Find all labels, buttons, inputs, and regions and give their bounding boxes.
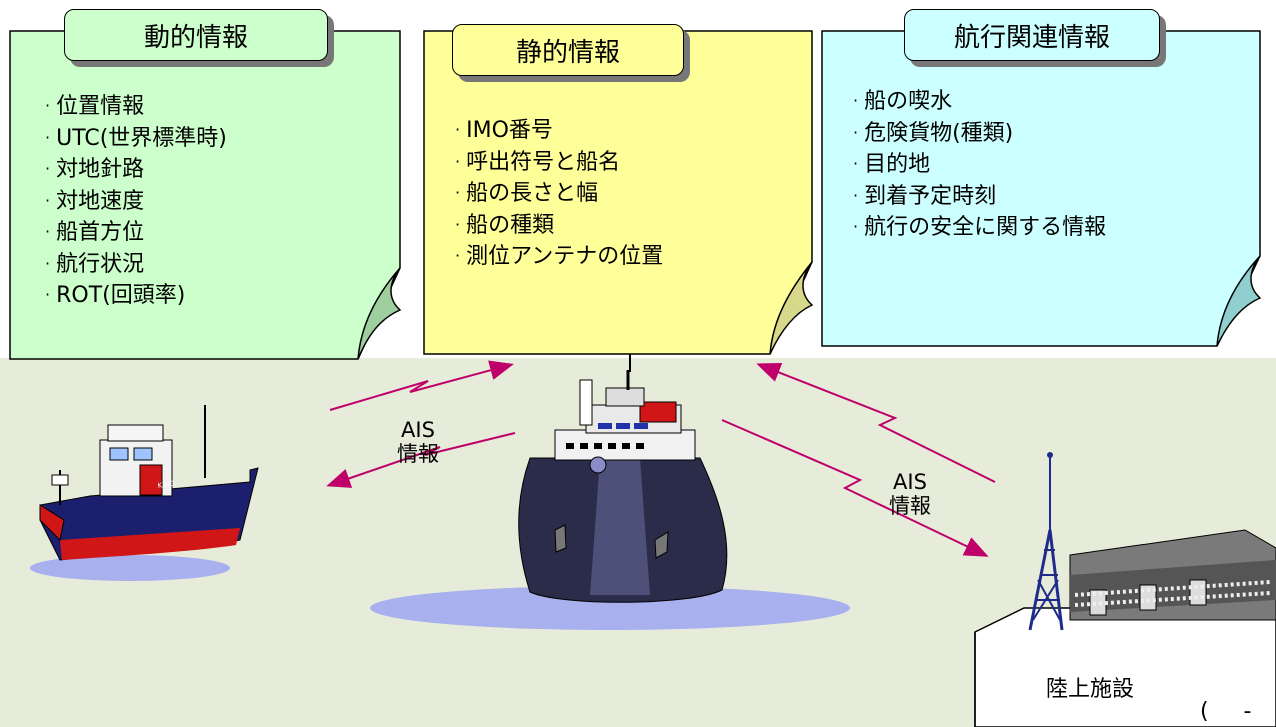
- ais-arrow-to-cargo: [326, 432, 516, 488]
- note-shape: [423, 30, 814, 355]
- voyage-panel-title: 航行関連情報: [904, 9, 1160, 61]
- voyage-item: ·目的地: [853, 152, 931, 177]
- static-panel-title: 静的情報: [452, 24, 684, 76]
- radio-tower-icon: [1028, 452, 1064, 631]
- dynamic-item: ·UTC(世界標準時): [45, 125, 227, 151]
- ais-label-left-line1: AIS: [401, 418, 435, 442]
- ais-arrow-to-ship: [329, 360, 514, 411]
- dynamic-item: ·船首方位: [45, 220, 145, 245]
- dynamic-item: ·対地速度: [45, 188, 145, 214]
- voyage-item: ·航行の安全に関する情報: [853, 215, 1107, 240]
- shore-facility-label: 陸上施設: [1045, 677, 1134, 702]
- voyage-item: ·危険貨物(種類): [853, 120, 1014, 146]
- dynamic-info-panel: ·位置情報 ·UTC(世界標準時) ·対地針路 ·対地速度 ·船首方位 ·航行状…: [9, 30, 402, 360]
- static-item: ·船の種類: [455, 212, 555, 238]
- own-ship-icon: [370, 370, 850, 630]
- cargo-ship-icon: KING: [30, 405, 259, 581]
- voyage-info-panel: ·船の喫水 ·危険貨物(種類) ·目的地 ·到着予定時刻 ·航行の安全に関する情…: [821, 30, 1262, 347]
- voyage-item: ·船の喫水: [853, 89, 953, 114]
- ais-label-right-line1: AIS: [893, 470, 927, 494]
- ais-label-right-line2: 情報: [889, 494, 931, 518]
- dynamic-item: ·対地針路: [45, 157, 145, 182]
- note-shape: [821, 30, 1262, 347]
- corner-text: ( -: [1200, 699, 1252, 724]
- ais-arrow-from-shore: [756, 363, 996, 483]
- dynamic-item: ·航行状況: [45, 251, 145, 277]
- ais-label-left: AIS 情報: [388, 418, 448, 466]
- note-shape: [9, 30, 402, 360]
- voyage-item: ·到着予定時刻: [853, 183, 997, 209]
- static-info-panel: ·IMO番号 ·呼出符号と船名 ·船の長さと幅 ·船の種類 ·測位アンテナの位置: [423, 30, 814, 355]
- ais-arrow-to-shore: [721, 419, 989, 557]
- ais-label-left-line2: 情報: [397, 442, 439, 466]
- static-item: ·呼出符号と船名: [455, 149, 621, 175]
- cargo-ship-name: KING: [157, 480, 175, 490]
- ais-label-right: AIS 情報: [880, 470, 940, 518]
- static-item: ·測位アンテナの位置: [455, 244, 664, 269]
- shore-station-icon: [974, 452, 1276, 727]
- static-item: ·IMO番号: [455, 118, 553, 143]
- dynamic-item: ·位置情報: [45, 94, 145, 119]
- dynamic-item: ·ROT(回頭率): [45, 283, 186, 308]
- static-item: ·船の長さと幅: [455, 181, 599, 206]
- dynamic-panel-title: 動的情報: [64, 9, 328, 61]
